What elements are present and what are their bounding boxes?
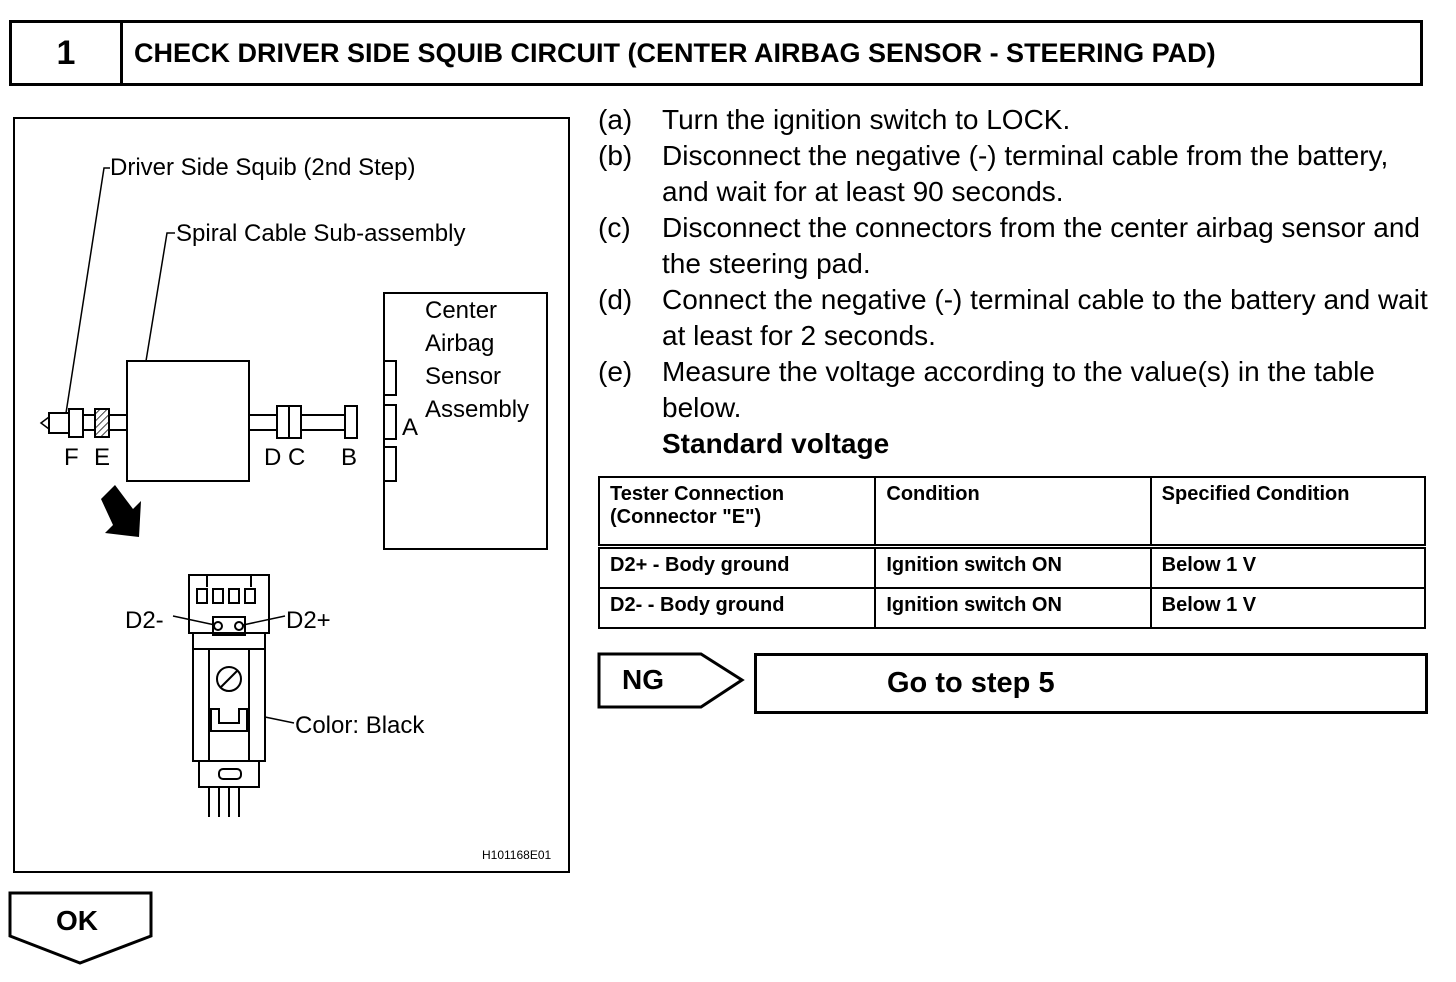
sensor-label-1: Center [425, 297, 497, 324]
instruction-text: Connect the negative (-) terminal cable … [662, 284, 1428, 351]
label-e: E [94, 444, 110, 471]
connector-d [276, 405, 290, 439]
sensor-connector-3 [383, 446, 397, 482]
table-cell: D2- - Body ground [597, 587, 877, 629]
go-to-step-text: Go to step 5 [887, 667, 1055, 699]
sensor-label-2: Airbag [425, 330, 494, 357]
wiring-figure: Driver Side Squib (2nd Step) Spiral Cabl… [13, 117, 570, 873]
connector-b [344, 405, 358, 439]
table-cell: Ignition switch ON [874, 545, 1152, 589]
instruction-label: (e) [598, 356, 633, 387]
instruction-label: (c) [598, 212, 631, 243]
instruction-list: (a) Turn the ignition switch to LOCK. (b… [598, 102, 1428, 462]
instruction-item: (d) Connect the negative (-) terminal ca… [598, 282, 1428, 354]
label-d: D [264, 444, 281, 471]
label-b: B [341, 444, 357, 471]
instruction-label: (b) [598, 140, 633, 171]
table-cell: Below 1 V [1149, 545, 1427, 589]
spiral-leader-line [145, 232, 175, 362]
figure-id: H101168E01 [482, 848, 551, 862]
instruction-item: (e) Measure the voltage according to the… [598, 354, 1428, 426]
spiral-label: Spiral Cable Sub-assembly [176, 220, 465, 247]
label-c: C [288, 444, 305, 471]
ok-arrow-shape [8, 891, 153, 965]
pin-d2-minus [213, 621, 223, 631]
ng-arrow-shape [597, 652, 745, 709]
table-cell: D2+ - Body ground [597, 545, 877, 589]
spiral-cable-box [126, 360, 250, 482]
instruction-label: (a) [598, 104, 633, 135]
squib-tip [39, 415, 50, 431]
color-label: Color: Black [295, 712, 425, 739]
ok-label: OK [56, 905, 98, 936]
step-title: CHECK DRIVER SIDE SQUIB CIRCUIT (CENTER … [134, 37, 1216, 68]
squib-label: Driver Side Squib (2nd Step) [110, 154, 415, 181]
instruction-text: Disconnect the connectors from the cente… [662, 212, 1420, 279]
connector-e [94, 408, 110, 438]
instruction-text: Turn the ignition switch to LOCK. [662, 104, 1071, 135]
table-row: D2- - Body ground Ignition switch ON Bel… [597, 587, 1427, 629]
step-header: 1 CHECK DRIVER SIDE SQUIB CIRCUIT (CENTE… [9, 20, 1423, 86]
sensor-connector-a [383, 404, 397, 440]
table-cell: Ignition switch ON [874, 587, 1152, 629]
standard-voltage-heading: Standard voltage [662, 428, 890, 459]
table-cell: Below 1 V [1149, 587, 1427, 629]
direction-arrow [101, 485, 141, 537]
squib-body [48, 412, 70, 434]
instruction-text: Disconnect the negative (-) terminal cab… [662, 140, 1389, 207]
pin-label-d2-minus: D2- [125, 607, 164, 634]
table-row: D2+ - Body ground Ignition switch ON Bel… [597, 545, 1427, 589]
label-f: F [64, 444, 79, 471]
table-header-cell: Specified Condition [1149, 476, 1427, 549]
table-header-cell: Tester Connection (Connector "E") [597, 476, 877, 549]
instruction-label: (d) [598, 284, 633, 315]
instruction-item: (a) Turn the ignition switch to LOCK. [598, 102, 1428, 138]
go-to-step-box[interactable]: Go to step 5 [754, 653, 1428, 714]
table-header-cell: Condition [874, 476, 1152, 549]
connector-e-detail [188, 574, 270, 817]
instruction-item: (b) Disconnect the negative (-) terminal… [598, 138, 1428, 210]
squib-leader-line [65, 167, 110, 414]
table-header-row: Tester Connection (Connector "E") Condit… [597, 476, 1427, 549]
pin-d2-plus [234, 621, 244, 631]
pin-label-d2-plus: D2+ [286, 607, 331, 634]
standard-voltage-table: Tester Connection (Connector "E") Condit… [597, 476, 1427, 629]
sensor-connector-1 [383, 360, 397, 396]
connector-c [288, 405, 302, 439]
instruction-text: Measure the voltage according to the val… [662, 356, 1375, 423]
ng-label: NG [622, 664, 664, 695]
label-a: A [402, 414, 418, 441]
instruction-item: (c) Disconnect the connectors from the c… [598, 210, 1428, 282]
sensor-label-3: Sensor [425, 363, 501, 390]
sensor-label-4: Assembly [425, 396, 529, 423]
connector-f [68, 408, 84, 438]
step-number: 1 [12, 23, 123, 83]
